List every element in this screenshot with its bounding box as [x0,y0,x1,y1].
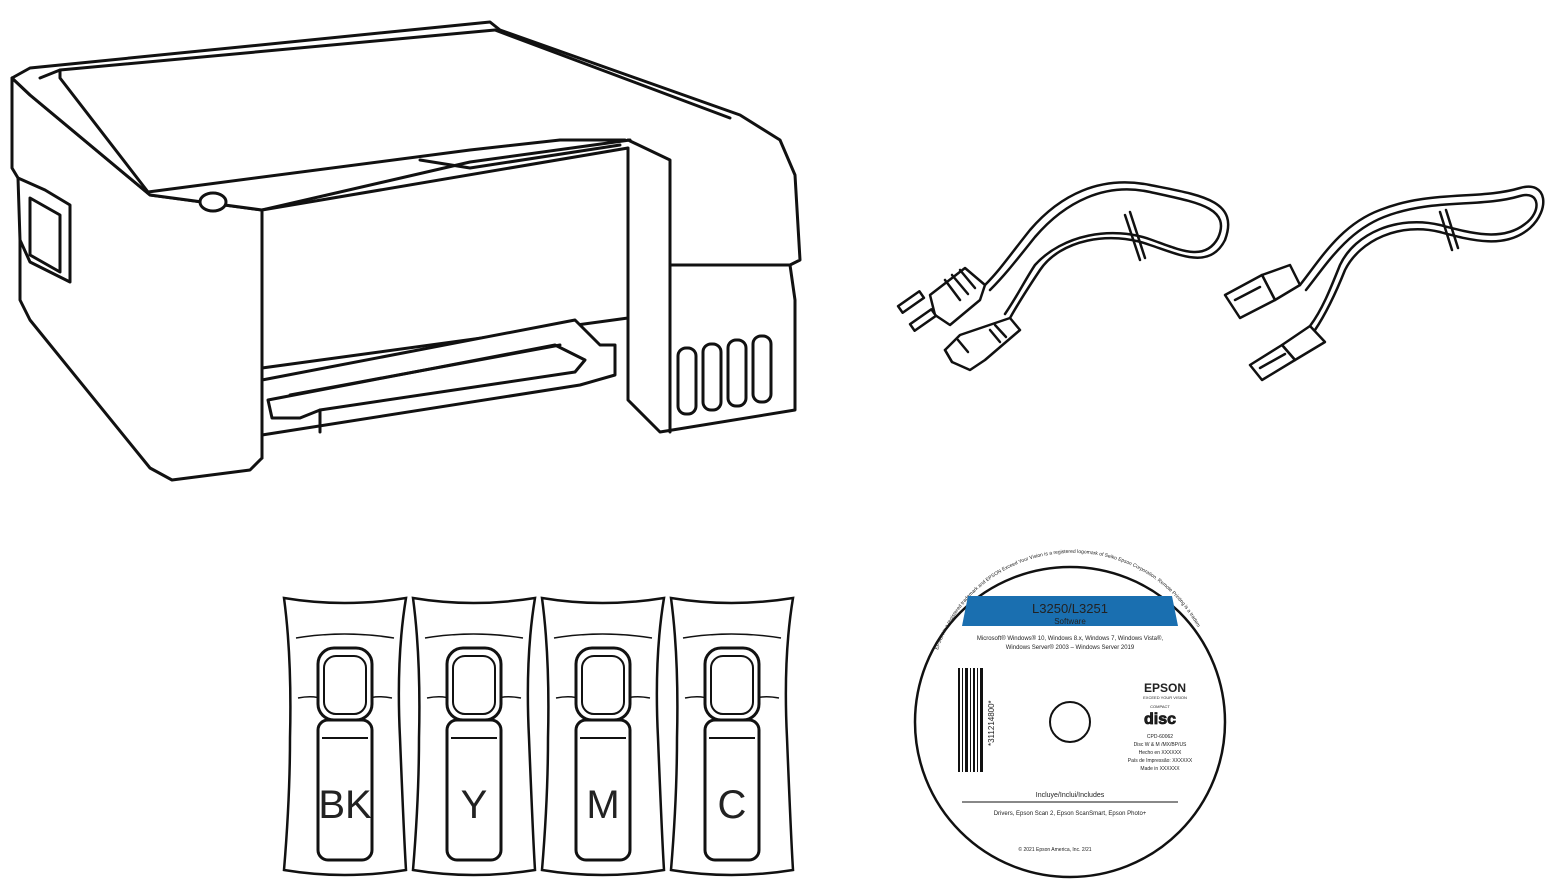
ink-bottle-m [540,596,666,877]
cd-info-line-1: CPD-60062 [1147,734,1173,740]
cd-info-line-3: Hecho en XXXXXX [1139,750,1182,756]
cd-subtitle: Software [1054,617,1086,626]
ink-bottle-y [411,596,537,877]
cd-includes-heading: Incluye/Inclui/Includes [1036,792,1105,799]
cd-compact-disc-top: COMPACT [1150,704,1170,709]
cd-info-line-5: Made in XXXXXX [1140,766,1180,772]
ink-label-c: C [718,783,747,827]
power-cord-illustration [896,181,1230,372]
cd-os-line-1: Microsoft® Windows® 10, Windows 8.x, Win… [977,635,1164,642]
cd-compact-disc-logo: disc [1144,711,1176,728]
cd-barcode [958,668,983,772]
cd-barcode-number: *311214800* [987,700,996,746]
usb-cable-illustration [1223,185,1545,382]
ink-bottle-set: BK Y M C [282,596,795,877]
cd-info-line-2: Disc W & M /MX/BP/US [1134,742,1187,748]
printer-illustration [10,20,802,482]
ink-bottle-c [669,596,795,877]
cd-title: L3250/L3251 [1032,601,1108,616]
cd-os-line-2: Windows Server® 2003 – Windows Server 20… [1006,644,1135,651]
cd-brand-tagline: EXCEED YOUR VISION [1143,695,1187,700]
cd-info-line-4: País de Impressão: XXXXXX [1128,758,1193,764]
cd-brand: EPSON [1144,681,1186,695]
ink-label-bk: BK [318,783,372,827]
cd-title-band [962,596,1178,626]
cd-copyright: © 2021 Epson America, Inc. 2/21 [1018,846,1091,853]
cd-hole [1049,701,1091,743]
ink-label-m: M [586,783,619,827]
cd-includes-text: Drivers, Epson Scan 2, Epson ScanSmart, … [994,811,1147,817]
ink-label-y: Y [461,783,488,827]
ink-bottle-bk [282,596,408,877]
